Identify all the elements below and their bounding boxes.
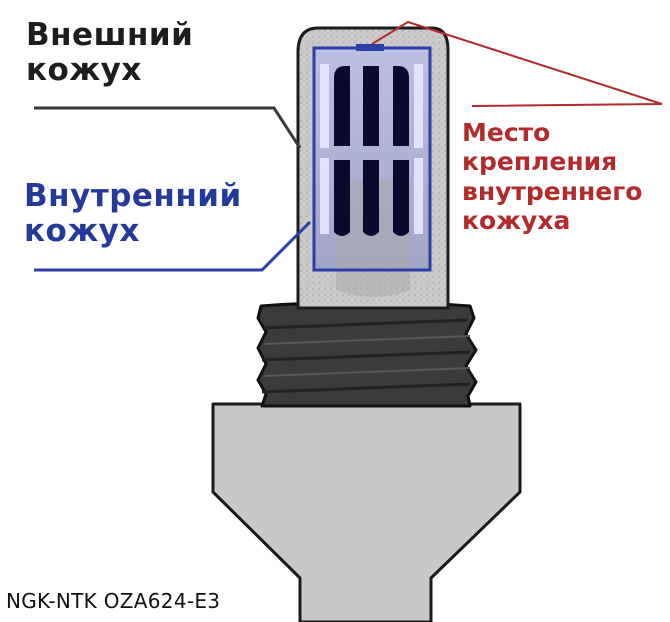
mount-leader (371, 20, 663, 107)
mount-label-line: Место (462, 118, 551, 147)
outer-shell-label: Внешний кожух (26, 18, 193, 87)
outer-shell-windows (320, 64, 423, 234)
inner-shell-label: Внутренний кожух (24, 179, 242, 248)
inner-shell-label-line: кожух (24, 212, 140, 249)
sensor-body (211, 402, 522, 622)
inner-shell-label-line: Внутренний (24, 178, 242, 214)
threaded-section (256, 300, 478, 408)
inner-shell-mount-label: Место крепления внутреннего кожуха (462, 118, 642, 235)
mount-label-line: крепления (462, 147, 618, 177)
outer-shell-leader (34, 106, 302, 149)
inner-shell-leader (34, 220, 312, 272)
inner-shell-slots (334, 66, 409, 236)
mount-label-line: внутреннего (462, 176, 643, 206)
part-code: NGK-NTK OZA624-E3 (6, 589, 221, 613)
outer-shell-label-line: Внешний (26, 17, 194, 53)
mount-label-line: кожуха (462, 205, 571, 235)
outer-shell-label-line: кожух (26, 51, 142, 88)
